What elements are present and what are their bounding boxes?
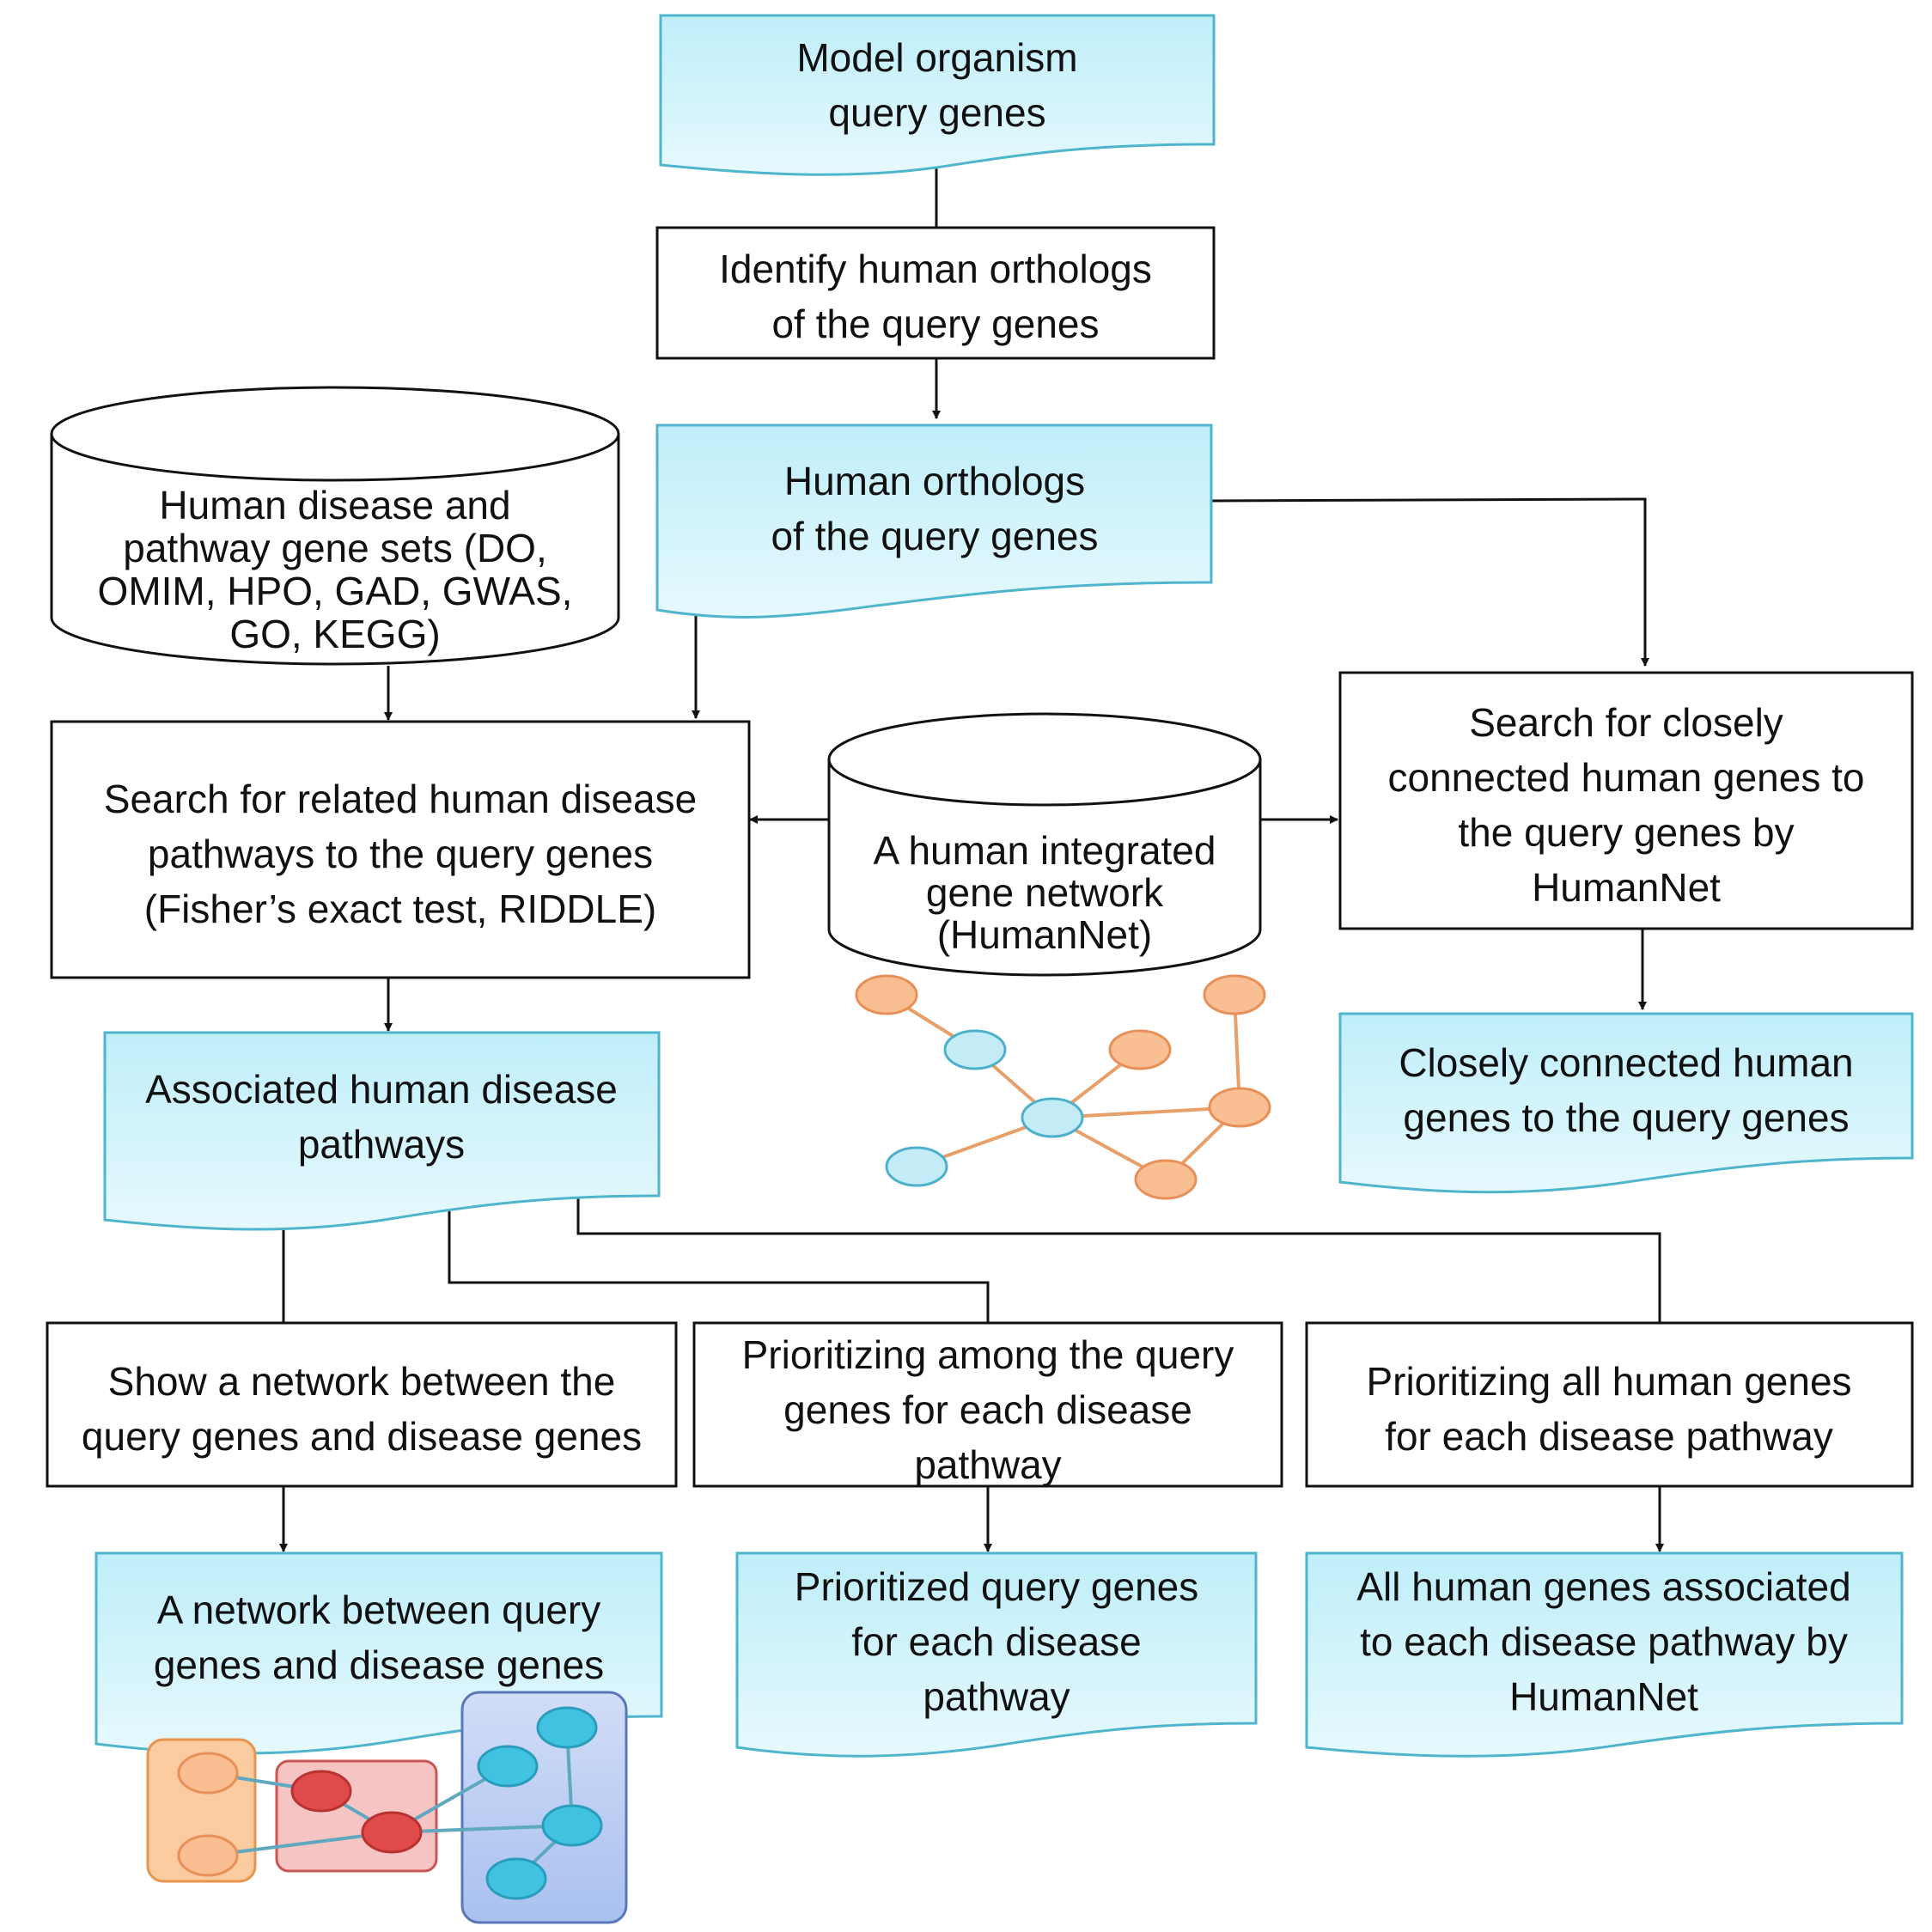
identify-orthologs-line-2: of the query genes: [771, 302, 1099, 346]
human-orthologs-line-2: of the query genes: [771, 514, 1098, 558]
humannet-network-illustration: [855, 974, 1271, 1200]
pathway-gene-node: [536, 1706, 598, 1749]
model-query-genes-line-2: query genes: [828, 90, 1045, 135]
search-connected-line-3: the query genes by: [1458, 810, 1794, 855]
network-result-line-2: genes and disease genes: [154, 1643, 604, 1687]
disease-db-line-1: Human disease and: [159, 483, 510, 527]
network-result-line-1: A network between query: [157, 1588, 601, 1632]
search-connected-box: Search for closely connected human genes…: [1338, 671, 1914, 930]
network-node-blue: [885, 1146, 948, 1187]
show-network-line-1: Show a network between the: [108, 1359, 616, 1404]
network-node-orange: [855, 974, 918, 1015]
network-node-orange: [1134, 1159, 1198, 1200]
disease-gene-node: [290, 1770, 352, 1813]
associated-pathways-line-2: pathways: [298, 1122, 465, 1167]
search-pathways-box: Search for related human disease pathway…: [50, 720, 751, 979]
associated-pathways-line-1: Associated human disease: [145, 1067, 618, 1112]
prioritized-query-line-2: for each disease: [851, 1619, 1142, 1664]
show-network-box: Show a network between the query genes a…: [46, 1321, 678, 1488]
human-orthologs-document: Human orthologs of the query genes: [655, 424, 1213, 619]
humannet-db-line-3: (HumanNet): [937, 912, 1153, 957]
prioritized-query-line-1: Prioritized query genes: [795, 1564, 1198, 1609]
identify-orthologs-box: Identify human orthologs of the query ge…: [655, 226, 1216, 360]
network-node-blue: [1021, 1097, 1084, 1138]
closely-connected-line-2: genes to the query genes: [1403, 1095, 1849, 1140]
human-orthologs-line-1: Human orthologs: [784, 459, 1085, 503]
pathway-gene-node: [477, 1745, 539, 1788]
pathway-gene-node: [485, 1857, 547, 1900]
all-genes-result-line-1: All human genes associated: [1356, 1564, 1850, 1609]
prioritize-query-line-1: Prioritizing among the query: [742, 1332, 1234, 1377]
connector-associated-to-prioritize-all: [576, 1196, 1661, 1323]
query-gene-node: [177, 1834, 239, 1877]
search-pathways-line-3: (Fisher’s exact test, RIDDLE): [144, 887, 656, 931]
disease-db-line-4: GO, KEGG): [229, 612, 440, 656]
humannet-db-line-1: A human integrated: [874, 828, 1216, 873]
arrow-orthologs-to-search-connected: [1210, 497, 1649, 667]
prioritize-all-box: Prioritizing all human genes for each di…: [1305, 1321, 1914, 1488]
network-node-orange: [1208, 1087, 1271, 1128]
pathway-gene-node: [541, 1804, 603, 1847]
humannet-database: A human integrated gene network (HumanNe…: [827, 712, 1262, 977]
search-pathways-line-1: Search for related human disease: [104, 777, 697, 821]
prioritize-query-line-2: genes for each disease: [783, 1387, 1192, 1432]
model-query-genes-document: Model organism query genes: [659, 14, 1216, 176]
show-network-line-2: query genes and disease genes: [82, 1414, 642, 1459]
humannet-db-line-2: gene network: [926, 870, 1164, 915]
all-genes-result-document: All human genes associated to each disea…: [1305, 1551, 1904, 1758]
search-connected-line-4: HumanNet: [1532, 865, 1721, 910]
network-node-blue: [943, 1029, 1007, 1070]
prioritize-all-line-1: Prioritizing all human genes: [1366, 1359, 1851, 1404]
prioritize-query-line-3: pathway: [914, 1442, 1061, 1487]
connector-associated-to-prioritize-query: [448, 1210, 990, 1323]
network-node-orange: [1108, 1029, 1172, 1070]
all-genes-result-line-2: to each disease pathway by: [1360, 1619, 1848, 1664]
network-node-orange: [1203, 974, 1266, 1015]
search-connected-line-2: connected human genes to: [1388, 755, 1865, 800]
search-pathways-line-2: pathways to the query genes: [148, 832, 653, 876]
query-gene-node: [177, 1752, 239, 1795]
closely-connected-line-1: Closely connected human: [1399, 1040, 1853, 1085]
prioritized-query-line-3: pathway: [923, 1674, 1070, 1719]
all-genes-result-line-3: HumanNet: [1509, 1674, 1698, 1719]
search-connected-line-1: Search for closely: [1469, 700, 1783, 745]
prioritize-all-line-2: for each disease pathway: [1385, 1414, 1833, 1459]
identify-orthologs-line-1: Identify human orthologs: [719, 247, 1152, 291]
model-query-genes-line-1: Model organism: [796, 35, 1077, 80]
grouped-network-illustration: [146, 1691, 628, 1924]
disease-gene-node: [361, 1811, 423, 1854]
closely-connected-document: Closely connected human genes to the que…: [1338, 1012, 1914, 1194]
prioritize-query-box: Prioritizing among the query genes for e…: [692, 1321, 1283, 1488]
prioritized-query-document: Prioritized query genes for each disease…: [735, 1551, 1258, 1758]
disease-db-line-3: OMIM, HPO, GAD, GWAS,: [98, 569, 573, 613]
disease-db-line-2: pathway gene sets (DO,: [123, 526, 546, 570]
disease-geneset-database: Human disease and pathway gene sets (DO,…: [50, 386, 620, 666]
associated-pathways-document: Associated human disease pathways: [103, 1031, 661, 1231]
